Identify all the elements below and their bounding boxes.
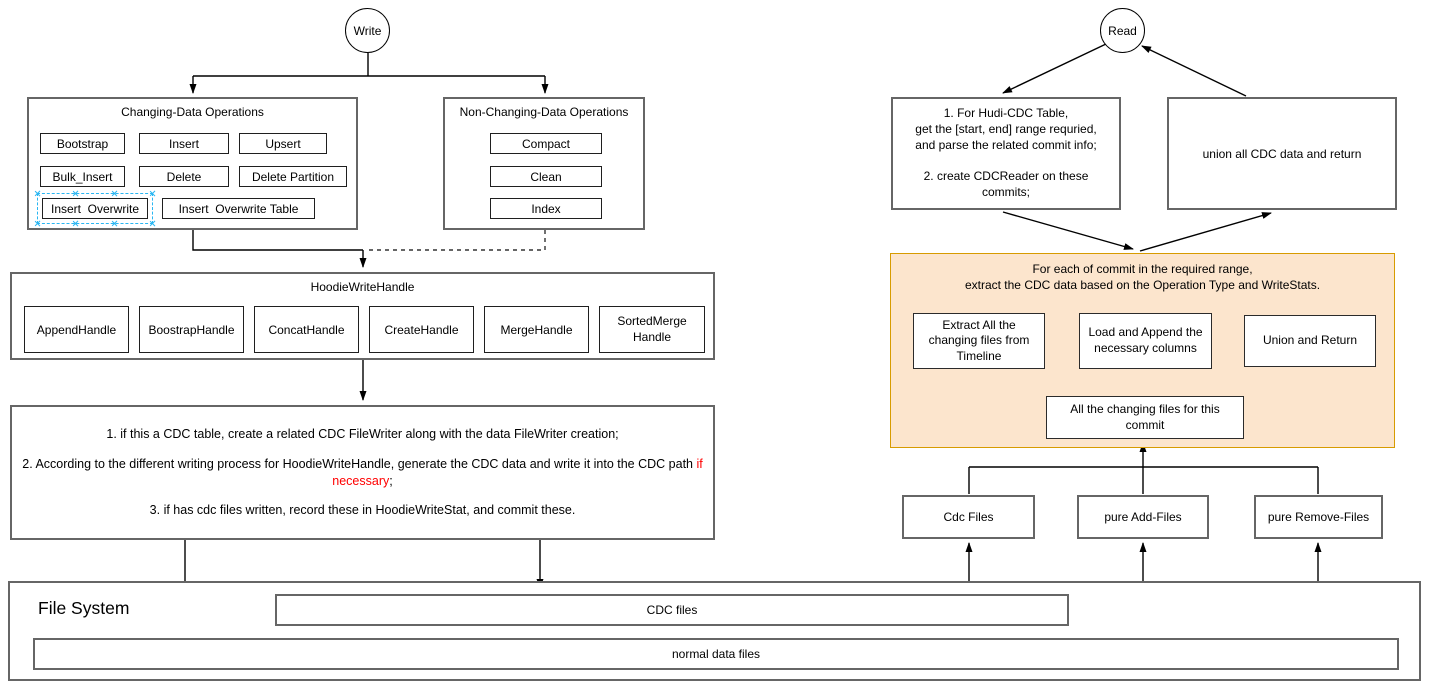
hoodie-write-handle-title: HoodieWriteHandle [310, 280, 415, 294]
union-all-cdc-box[interactable]: union all CDC data and return [1167, 97, 1397, 210]
op-bulk-insert[interactable]: Bulk_Insert [40, 166, 125, 187]
note-step-3: 3. if has cdc files written, record thes… [149, 503, 576, 518]
normal-data-files-bar[interactable]: normal data files [33, 638, 1399, 670]
selection-handle-icon[interactable] [149, 220, 156, 227]
load-append-columns-box[interactable]: Load and Append the necessary columns [1079, 313, 1212, 369]
write-node-label: Write [353, 23, 382, 38]
union-and-return-box[interactable]: Union and Return [1244, 315, 1376, 367]
file-system-title: File System [38, 598, 130, 618]
op-compact[interactable]: Compact [490, 133, 602, 154]
selection-handle-icon[interactable] [111, 220, 118, 227]
op-delete[interactable]: Delete [139, 166, 229, 187]
handle-boostrap[interactable]: BoostrapHandle [139, 306, 244, 353]
note-step-2-text: 2. According to the different writing pr… [22, 456, 697, 471]
op-upsert[interactable]: Upsert [239, 133, 327, 154]
file-system-container[interactable]: File System CDC files normal data files [8, 581, 1421, 681]
per-commit-group-title: For each of commit in the required range… [964, 262, 1321, 293]
per-commit-group[interactable]: For each of commit in the required range… [890, 253, 1395, 448]
changing-data-operations-group[interactable]: Changing-Data Operations Bootstrap Inser… [27, 97, 358, 230]
handle-merge[interactable]: MergeHandle [484, 306, 589, 353]
hoodie-write-handle-group[interactable]: HoodieWriteHandle AppendHandle BoostrapH… [10, 272, 715, 360]
note-step-1: 1. if this a CDC table, create a related… [106, 426, 619, 441]
selection-handle-icon[interactable] [72, 220, 79, 227]
non-changing-data-operations-title: Non-Changing-Data Operations [459, 105, 629, 119]
note-step-2-suffix: ; [389, 473, 393, 488]
op-index[interactable]: Index [490, 198, 602, 219]
changing-data-operations-title: Changing-Data Operations [121, 105, 264, 119]
read-node[interactable]: Read [1100, 8, 1145, 53]
pure-remove-files-box[interactable]: pure Remove-Files [1254, 495, 1383, 539]
selection-handle-icon[interactable] [149, 190, 156, 197]
handle-sorted-merge[interactable]: SortedMerge Handle [599, 306, 705, 353]
op-insert-overwrite-selected[interactable]: Insert Overwrite [42, 198, 148, 219]
selection-handle-icon[interactable] [34, 220, 41, 227]
op-delete-partition[interactable]: Delete Partition [239, 166, 347, 187]
cdc-range-box[interactable]: 1. For Hudi-CDC Table, get the [start, e… [891, 97, 1121, 210]
selection-handle-icon[interactable] [111, 190, 118, 197]
handle-create[interactable]: CreateHandle [369, 306, 474, 353]
op-insert[interactable]: Insert [139, 133, 229, 154]
read-node-label: Read [1108, 23, 1137, 38]
note-step-2-highlight: if necessary [332, 456, 703, 488]
op-clean[interactable]: Clean [490, 166, 602, 187]
pure-add-files-box[interactable]: pure Add-Files [1077, 495, 1209, 539]
changing-files-for-commit-box[interactable]: All the changing files for this commit [1046, 396, 1244, 439]
non-changing-data-operations-group[interactable]: Non-Changing-Data Operations Compact Cle… [443, 97, 645, 230]
cdc-files-box[interactable]: Cdc Files [902, 495, 1035, 539]
handle-concat[interactable]: ConcatHandle [254, 306, 359, 353]
write-node[interactable]: Write [345, 8, 390, 53]
cdc-files-bar[interactable]: CDC files [275, 594, 1069, 626]
cdc-write-notes-box[interactable]: 1. if this a CDC table, create a related… [10, 405, 715, 540]
selection-handle-icon[interactable] [34, 190, 41, 197]
selection-handle-icon[interactable] [72, 190, 79, 197]
note-step-2: 2. According to the different writing pr… [18, 456, 707, 490]
op-insert-overwrite-table[interactable]: Insert Overwrite Table [162, 198, 315, 219]
extract-changing-files-box[interactable]: Extract All the changing files from Time… [913, 313, 1045, 369]
op-bootstrap[interactable]: Bootstrap [40, 133, 125, 154]
handle-append[interactable]: AppendHandle [24, 306, 129, 353]
